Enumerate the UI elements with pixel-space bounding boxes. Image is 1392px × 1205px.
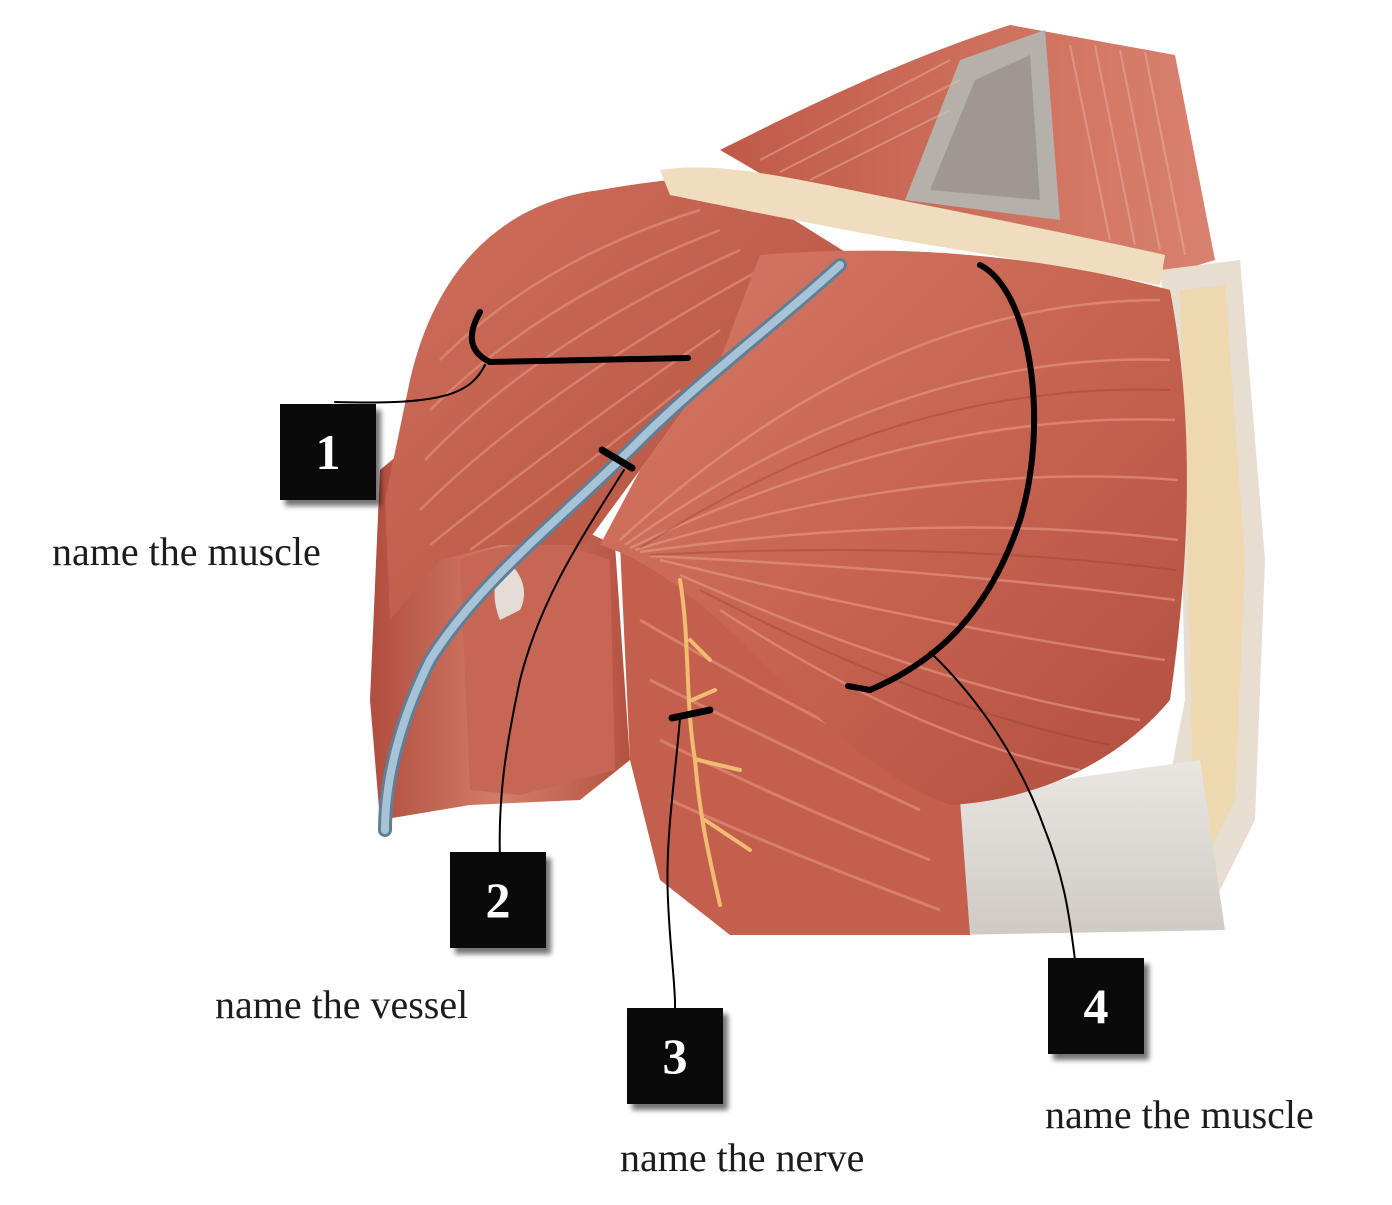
sternum-fascia [1140, 260, 1265, 930]
label-box-1: 1 [280, 404, 376, 500]
label-prompt-1: name the muscle [52, 529, 321, 574]
lower-fascia [900, 760, 1225, 935]
label-number-1: 1 [315, 424, 341, 480]
vessel-highlight [381, 261, 844, 834]
label-prompt-2: name the vessel [215, 982, 469, 1027]
leader-lines [334, 262, 1076, 1011]
clavicle [660, 167, 1165, 285]
pectoralis-major [600, 250, 1187, 805]
neck-muscles [720, 25, 1215, 280]
label-number-3: 3 [662, 1028, 688, 1084]
nerve-line [678, 578, 752, 907]
label-box-2: 2 [450, 852, 546, 948]
label-prompt-3: name the nerve [620, 1135, 865, 1180]
label-prompt-4: name the muscle [1045, 1092, 1314, 1137]
label-number-2: 2 [485, 872, 511, 928]
label-number-4: 4 [1083, 978, 1109, 1034]
label-box-4: 4 [1048, 958, 1144, 1054]
label-box-3: 3 [627, 1008, 723, 1104]
deltoid [385, 178, 850, 620]
